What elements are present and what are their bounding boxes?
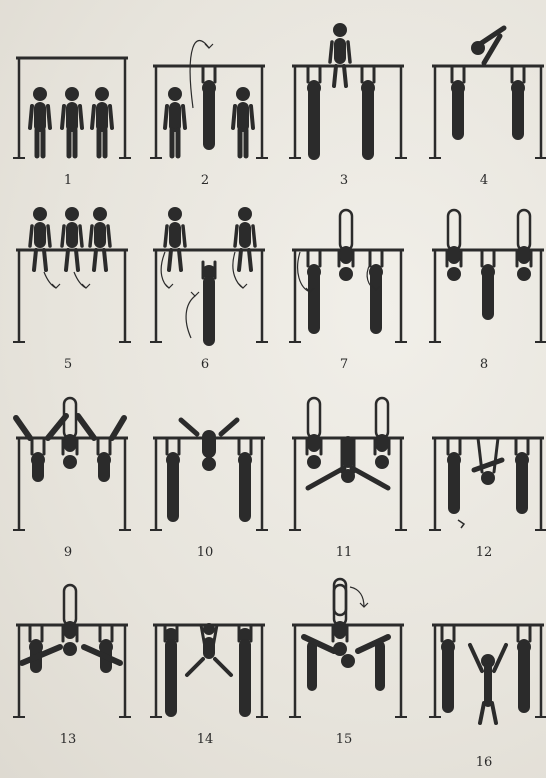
gymnast-figures [22, 585, 120, 673]
gymnast-figures [298, 210, 383, 334]
diagram-panel-7: 7 [284, 192, 404, 380]
diagram-panel-4: 4 [424, 8, 544, 196]
exercise-illustration [284, 192, 404, 357]
exercise-illustration [424, 8, 544, 173]
exercise-illustration [424, 567, 544, 732]
diagram-panel-14: 14 [145, 567, 265, 755]
gymnast-figures [164, 623, 252, 717]
panel-number: 10 [145, 545, 265, 560]
panel-number: 6 [145, 357, 265, 372]
diagram-panel-2: 2 [145, 8, 265, 196]
gymnast-figures [166, 420, 252, 522]
panel-number: 8 [424, 357, 544, 372]
exercise-illustration [284, 380, 404, 545]
exercise-illustration [424, 380, 544, 545]
frame [13, 250, 131, 342]
diagram-panel-15: 15 [284, 567, 404, 755]
gymnast-figures [307, 23, 375, 160]
panel-number: 7 [284, 357, 404, 372]
diagram-panel-1: 1 [8, 8, 128, 196]
panel-number: 2 [145, 173, 265, 188]
panel-number: 16 [424, 755, 544, 770]
panel-number: 1 [8, 173, 128, 188]
exercise-illustration [424, 192, 544, 357]
diagram-panel-13: 13 [8, 567, 128, 755]
diagram-panel-5: 5 [8, 192, 128, 380]
diagram-panel-8: 8 [424, 192, 544, 380]
diagram-panel-11: 11 [284, 380, 404, 568]
exercise-illustration [8, 567, 128, 732]
exercise-illustration [8, 380, 128, 545]
diagram-panel-16: 16 [424, 567, 544, 755]
exercise-illustration [145, 8, 265, 173]
gymnast-figures [451, 28, 525, 140]
panel-number: 5 [8, 357, 128, 372]
gymnast-figures [161, 207, 255, 346]
frame [429, 66, 546, 158]
gymnast-figures [30, 207, 110, 288]
gymnast-figures [165, 41, 253, 157]
panel-number: 14 [145, 732, 265, 747]
diagram-panel-12: 12 [424, 380, 544, 568]
diagram-panel-10: 10 [145, 380, 265, 568]
exercise-illustration [145, 192, 265, 357]
exercise-illustration [284, 8, 404, 173]
diagram-panel-3: 3 [284, 8, 404, 196]
panel-number: 12 [424, 545, 544, 560]
gymnast-figures [307, 398, 389, 488]
gymnast-figures [30, 87, 112, 156]
diagram-panel-9: 9 [8, 380, 128, 568]
diagram-panel-6: 6 [145, 192, 265, 380]
gymnast-figures [441, 625, 531, 723]
panel-number: 9 [8, 545, 128, 560]
exercise-illustration [8, 8, 128, 173]
gymnast-figures [304, 579, 388, 691]
gymnast-figures [16, 398, 124, 482]
gymnast-figures [447, 210, 531, 320]
exercise-illustration [284, 567, 404, 732]
panel-number: 3 [284, 173, 404, 188]
exercise-illustration [145, 380, 265, 545]
panel-number: 15 [284, 732, 404, 747]
gymnast-figures [447, 438, 529, 528]
exercise-illustration [8, 192, 128, 357]
panel-number: 13 [8, 732, 128, 747]
panel-number: 4 [424, 173, 544, 188]
panel-number: 11 [284, 545, 404, 560]
exercise-illustration [145, 567, 265, 732]
